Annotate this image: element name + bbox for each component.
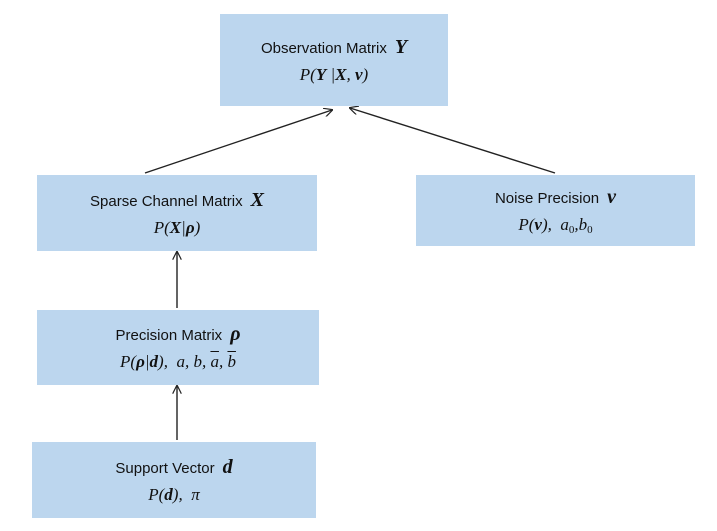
node-title: Sparse Channel Matrix: [90, 192, 243, 210]
node-sparse-channel-matrix: Sparse Channel Matrix X P(X|ρ): [37, 175, 317, 251]
node-formula: P(ρ|d), a, b, a, b: [120, 352, 236, 371]
node-symbol: ν: [607, 185, 617, 208]
node-observation-matrix: Observation Matrix Y P(Y |X, ν): [220, 14, 448, 106]
node-symbol: ρ: [230, 323, 241, 345]
node-title-row: Noise Precision ν: [495, 186, 616, 209]
node-symbol: d: [222, 455, 233, 478]
node-symbol: Y: [394, 35, 408, 58]
node-support-vector: Support Vector d P(d), π: [32, 442, 316, 518]
node-title: Noise Precision: [494, 189, 600, 207]
node-precision-matrix: Precision Matrix ρ P(ρ|d), a, b, a, b: [37, 310, 319, 385]
node-title: Observation Matrix: [260, 39, 387, 57]
node-formula: P(X|ρ): [153, 217, 201, 237]
node-formula: P(d), π: [148, 484, 200, 504]
arrow-noise-to-observation: [350, 108, 556, 174]
node-formula: P(ν), a0,b0: [518, 214, 593, 236]
node-noise-precision: Noise Precision ν P(ν), a0,b0: [416, 175, 695, 246]
node-title: Support Vector: [115, 459, 215, 477]
node-symbol: X: [250, 188, 264, 211]
node-title-row: Sparse Channel Matrix X: [90, 189, 264, 212]
node-title-row: Precision Matrix ρ: [115, 323, 240, 346]
arrow-channel-to-observation: [144, 110, 332, 174]
node-title: Precision Matrix: [115, 327, 223, 344]
node-formula: P(Y |X, ν): [299, 64, 369, 84]
node-title-row: Support Vector d: [115, 456, 232, 479]
node-title-row: Observation Matrix Y: [261, 36, 407, 59]
